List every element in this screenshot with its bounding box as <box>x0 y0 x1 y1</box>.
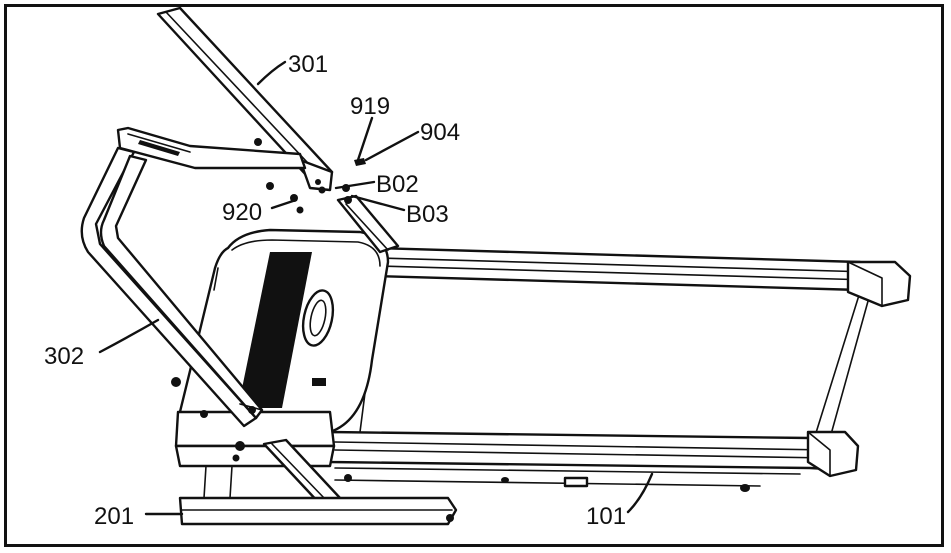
callout-labels: 301 919 904 B02 920 B03 302 201 101 <box>44 51 626 530</box>
running-deck <box>328 246 912 492</box>
upright-bracket <box>336 194 400 254</box>
callout-919: 919 <box>350 93 390 120</box>
callout-301: 301 <box>288 51 328 78</box>
callout-302: 302 <box>44 343 84 370</box>
callout-201: 201 <box>94 503 134 530</box>
callout-b02: B02 <box>376 171 419 198</box>
callout-101: 101 <box>586 503 626 530</box>
callout-920: 920 <box>222 199 262 226</box>
upright-301 <box>156 6 334 192</box>
leader-lines <box>98 60 654 516</box>
base-201 <box>178 438 458 526</box>
handlebar-302 <box>80 126 307 428</box>
callout-b03: B03 <box>406 201 449 228</box>
callout-904: 904 <box>420 119 460 146</box>
